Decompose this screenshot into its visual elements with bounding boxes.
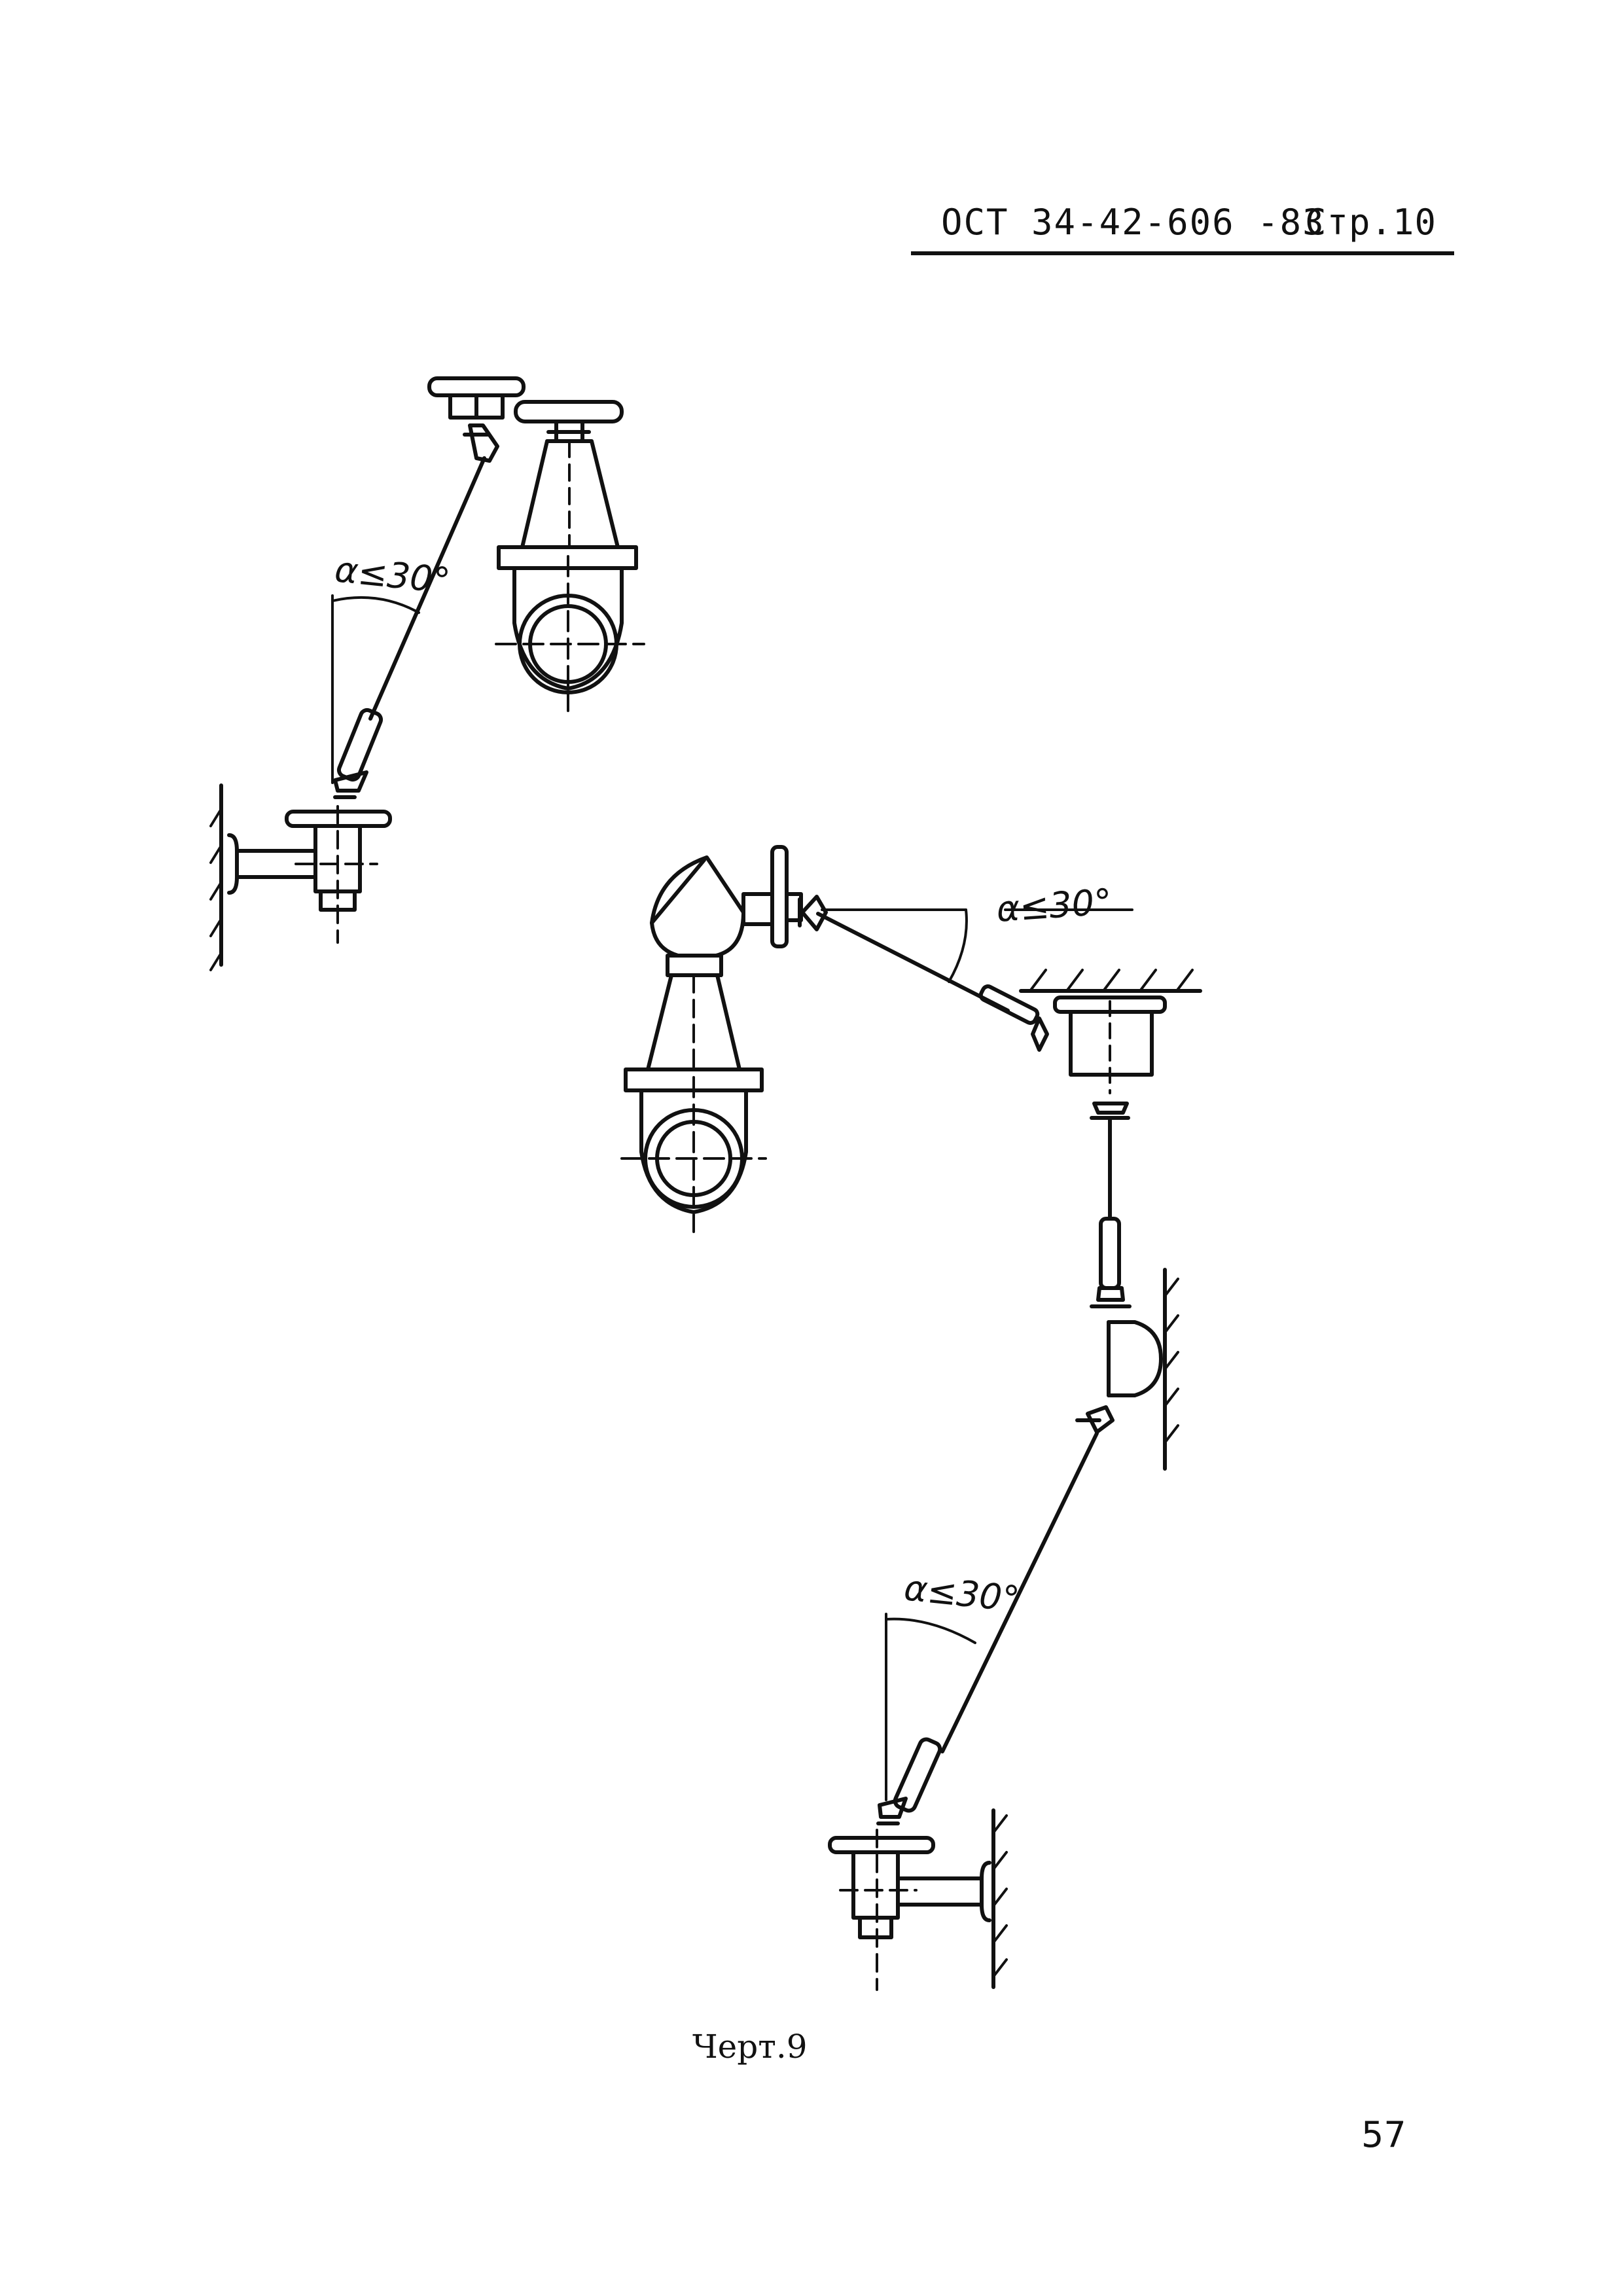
upper-left-assembly: α≤30° (209, 376, 645, 971)
angle-label-1: α≤30° (333, 548, 452, 601)
page-reference: Стр.10 (1305, 202, 1437, 243)
page-header: ОСТ 34-42-606 -83 Стр.10 (911, 196, 1454, 262)
top-hinge-1 (427, 376, 526, 463)
wall-bracket-2 (828, 1808, 1008, 1991)
wall-bearing (1107, 1268, 1179, 1471)
ceiling-bracket (1019, 969, 1202, 1120)
extension-rod-2 (816, 912, 1010, 1013)
header-rule (911, 251, 1454, 255)
standard-code: ОСТ 34-42-606 -83 (941, 202, 1325, 243)
page-number: 57 (1361, 2114, 1406, 2155)
gate-valve-1 (495, 400, 645, 712)
wall-bracket-1 (209, 783, 392, 971)
angle-label-3: α≤30° (902, 1567, 1022, 1620)
angle-label-2: α≤30° (995, 881, 1114, 930)
figure-caption: Черт.9 (692, 2028, 808, 2066)
right-assembly: α≤30° (620, 845, 1202, 1991)
extension-rod-3 (940, 1431, 1099, 1753)
gate-valve-2 (620, 845, 803, 1233)
extension-rod-1 (368, 456, 486, 721)
